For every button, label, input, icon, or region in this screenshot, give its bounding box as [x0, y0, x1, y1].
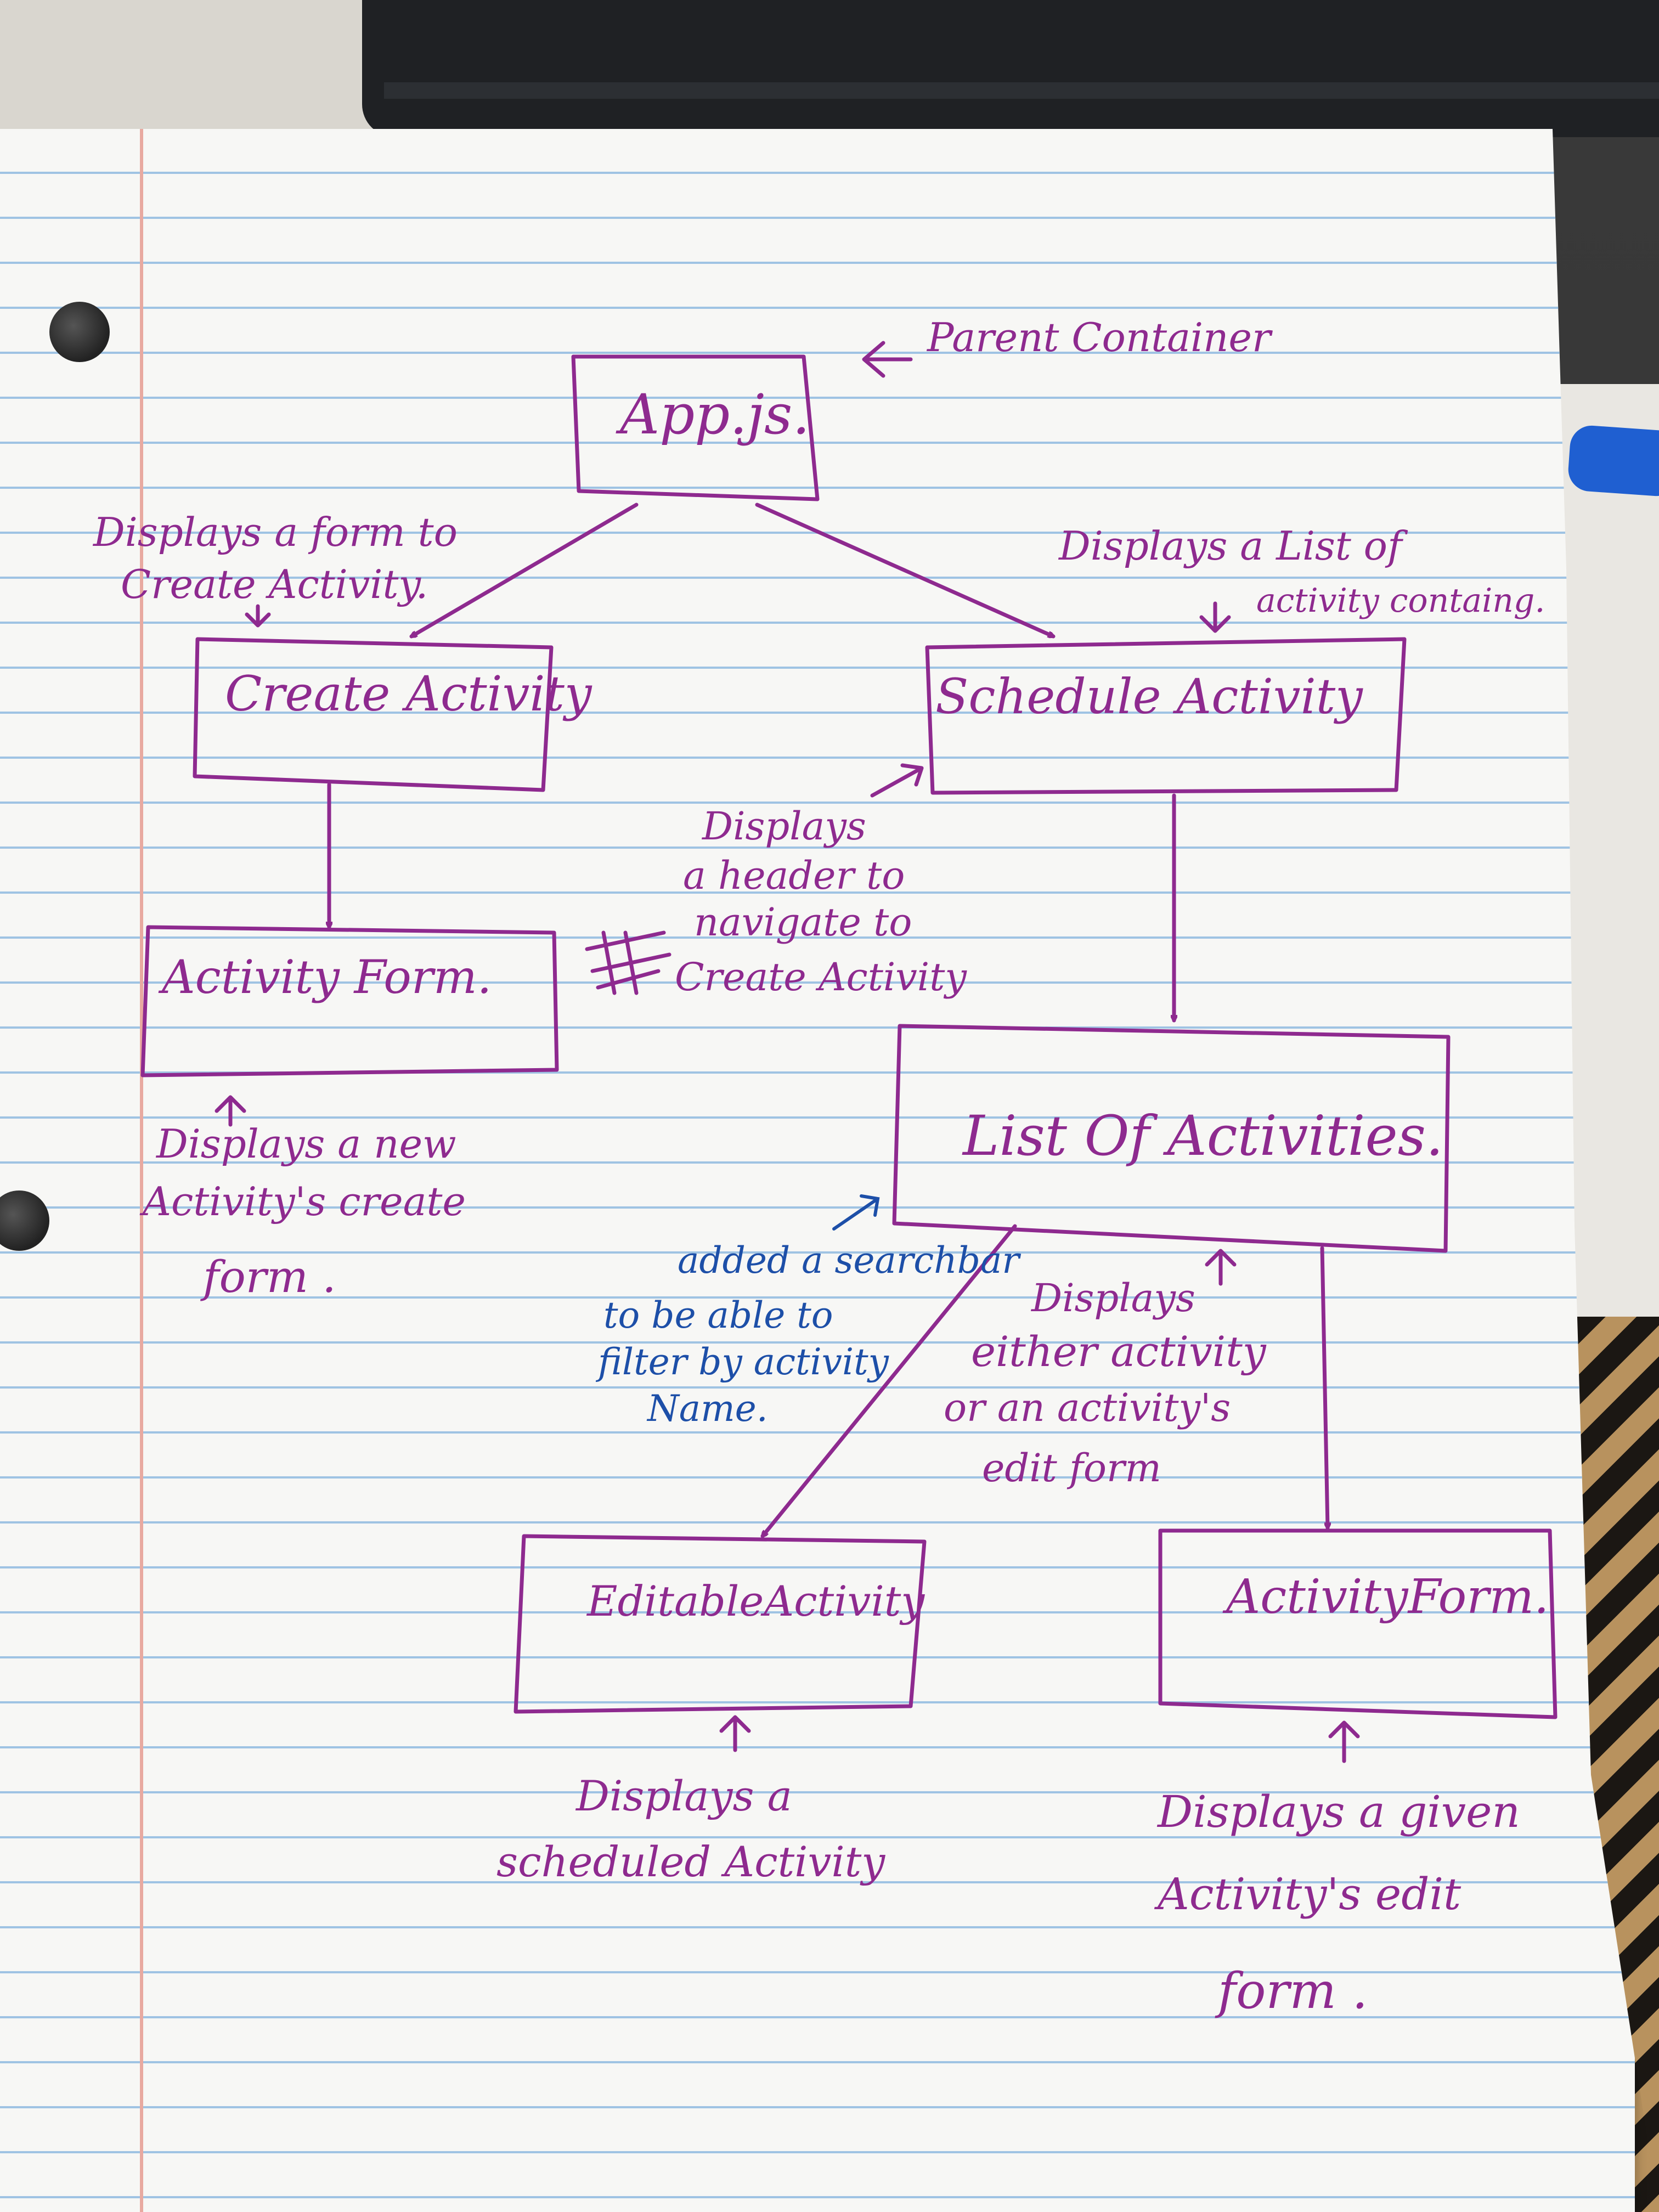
note-header-line1: Displays: [701, 804, 866, 849]
edge-list-to-form-right: [1320, 1246, 1328, 1530]
note-header-line3: navigate to: [694, 900, 912, 945]
note-form-right-line1: Displays a given: [1156, 1786, 1520, 1837]
arrow-form-right-note: [1328, 1720, 1360, 1763]
box-editable-activity: [514, 1534, 927, 1714]
arrow-form-left-note: [215, 1095, 246, 1127]
box-app: [571, 354, 820, 501]
arrow-search-note: [832, 1194, 880, 1231]
note-schedule-line1: Displays a List of: [1058, 523, 1408, 569]
note-search-line1: added a searchbar: [678, 1239, 1021, 1282]
note-parent-container: Parent Container: [926, 314, 1273, 360]
note-list-line1: Displays: [1030, 1276, 1195, 1321]
box-create-activity: [193, 637, 554, 792]
arrow-parent-container: [862, 341, 913, 378]
note-search-line4: Name.: [646, 1387, 768, 1430]
edge-app-to-schedule: [755, 503, 1053, 639]
label-schedule-activity: Schedule Activity: [935, 668, 1363, 725]
arrow-header-note: [870, 763, 924, 798]
note-form-right-line3: form .: [1215, 1962, 1368, 2020]
box-activity-form-left: [140, 925, 559, 1077]
keyboard-edge: [384, 82, 1659, 99]
note-search-line2: to be able to: [603, 1294, 833, 1336]
note-create-line1: Displays a form to: [92, 509, 458, 555]
note-form-left-line2: Activity's create: [139, 1178, 466, 1224]
arrow-schedule-note: [1199, 601, 1231, 633]
box-list-of-activities: [892, 1024, 1451, 1253]
keyboard: [362, 0, 1659, 137]
label-app: App.js.: [616, 382, 810, 447]
paper-margin-line: [140, 129, 143, 2212]
scribble-mark: [585, 930, 672, 995]
arrow-create-note: [245, 604, 271, 628]
edge-app-to-create: [411, 503, 639, 639]
edge-list-to-editable: [763, 1224, 1017, 1536]
note-create-line2: Create Activity.: [121, 561, 428, 607]
note-list-line4: edit form: [982, 1446, 1161, 1491]
note-form-left-line3: form .: [200, 1251, 336, 1302]
punch-hole-top: [49, 302, 110, 362]
box-schedule-activity: [925, 637, 1407, 795]
desk-surface: [0, 0, 384, 143]
note-form-right-line2: Activity's edit: [1154, 1869, 1462, 1920]
note-list-line2: either activity: [971, 1327, 1267, 1376]
note-schedule-line2: activity containg.: [1256, 582, 1545, 620]
label-activity-form-right: ActivityForm.: [1222, 1570, 1549, 1624]
arrow-editable-note: [719, 1715, 751, 1752]
arrow-list-note: [1205, 1249, 1237, 1286]
label-editable-activity: EditableActivity: [586, 1577, 925, 1626]
note-header-line2: a header to: [683, 853, 905, 898]
note-editable-line2: scheduled Activity: [496, 1837, 885, 1886]
note-editable-line1: Displays a: [575, 1771, 792, 1820]
note-search-line3: filter by activity: [595, 1341, 889, 1383]
note-header-line4: Create Activity: [675, 955, 967, 1000]
label-create-activity: Create Activity: [225, 665, 592, 722]
label-activity-form-left: Activity Form.: [158, 950, 492, 1004]
notebook-paper: [0, 129, 1635, 2212]
label-list-of-activities: List Of Activities.: [962, 1104, 1443, 1168]
note-form-left-line1: Displays a new: [155, 1121, 456, 1167]
punch-hole-middle: [0, 1190, 49, 1251]
note-list-line3: or an activity's: [944, 1385, 1231, 1430]
box-activity-form-right: [1158, 1528, 1558, 1719]
